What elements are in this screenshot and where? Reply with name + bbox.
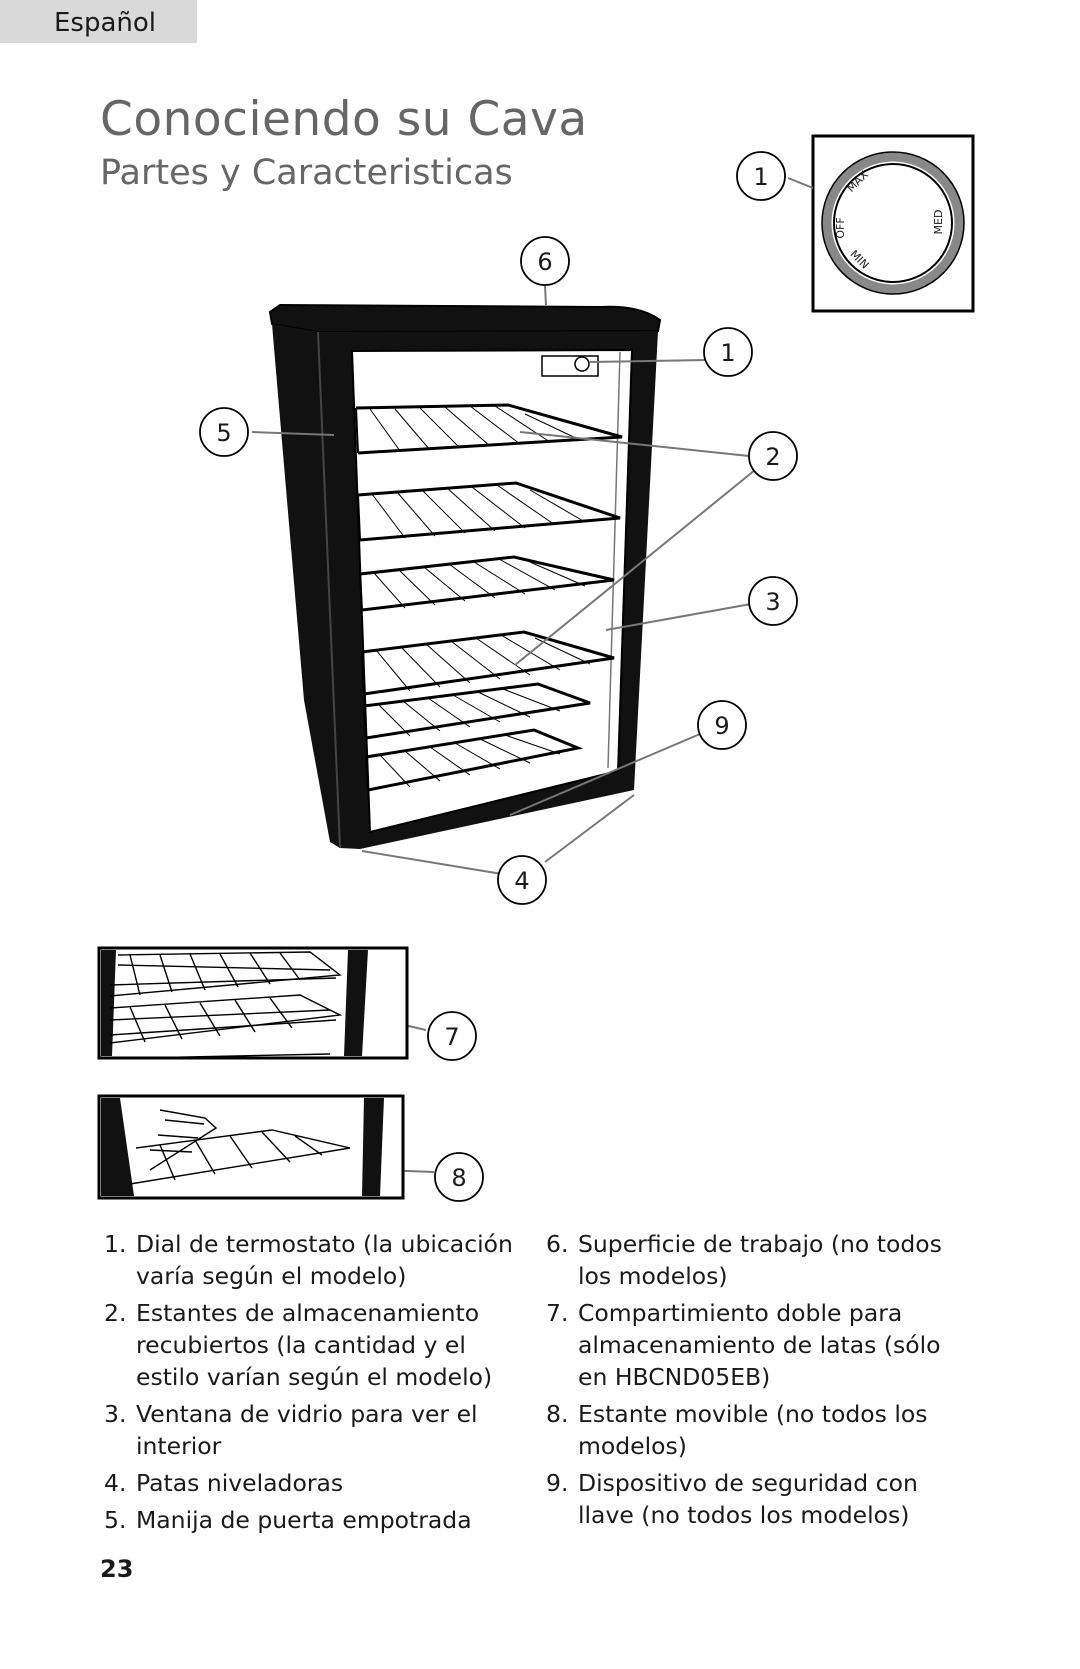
dial-label-med: MED bbox=[932, 210, 945, 235]
list-item: 2.Estantes de almacenamiento recubiertos… bbox=[104, 1299, 493, 1391]
callout-5: 5 bbox=[199, 407, 249, 457]
svg-text:6: 6 bbox=[537, 248, 552, 276]
language-tab: Español bbox=[0, 0, 197, 43]
page-subtitle: Partes y Caracteristicas bbox=[100, 153, 513, 193]
svg-text:1: 1 bbox=[720, 339, 735, 367]
can-compartment-inset bbox=[97, 946, 409, 1060]
shelf-5 bbox=[363, 682, 591, 740]
svg-text:9: 9 bbox=[714, 712, 729, 740]
svg-text:5: 5 bbox=[216, 419, 231, 447]
wine-cooler-cabinet bbox=[268, 303, 662, 849]
svg-text:8: 8 bbox=[451, 1164, 466, 1192]
shelf-1 bbox=[355, 403, 623, 455]
callout-3: 3 bbox=[748, 576, 798, 626]
callout-7: 7 bbox=[427, 1011, 477, 1061]
list-item: 9.Dispositivo de seguridad con llave (no… bbox=[546, 1469, 918, 1529]
callout-8: 8 bbox=[434, 1152, 484, 1202]
callout-1-lock: 1 bbox=[703, 327, 753, 377]
callout-1-dial: 1 bbox=[736, 151, 786, 201]
storage-shelves bbox=[355, 403, 623, 792]
list-item: 8.Estante movible (no todos los modelos) bbox=[546, 1400, 928, 1460]
list-item: 7.Compartimiento doble para almacenamien… bbox=[546, 1299, 941, 1391]
page-number: 23 bbox=[100, 1555, 134, 1583]
callout-markers: 1 6 1 5 2 3 9 4 7 8 bbox=[199, 151, 798, 1202]
callout-2: 2 bbox=[748, 431, 798, 481]
parts-list-right: 6.Superficie de trabajo (no todos los mo… bbox=[546, 1228, 966, 1536]
svg-text:2: 2 bbox=[765, 443, 780, 471]
svg-text:7: 7 bbox=[444, 1023, 459, 1051]
dial-label-off: OFF bbox=[834, 217, 847, 238]
list-item: 3.Ventana de vidrio para ver el interior bbox=[104, 1400, 478, 1460]
thermostat-dial-inset: OFF MAX MED MIN bbox=[811, 134, 975, 313]
list-item: 6.Superficie de trabajo (no todos los mo… bbox=[546, 1230, 942, 1290]
list-item: 4.Patas niveladoras bbox=[104, 1469, 344, 1497]
shelf-4 bbox=[361, 630, 615, 696]
svg-text:3: 3 bbox=[765, 588, 780, 616]
shelf-2 bbox=[357, 481, 621, 542]
movable-shelf-inset bbox=[97, 1094, 405, 1200]
shelf-6 bbox=[365, 728, 584, 792]
shelf-3 bbox=[359, 555, 615, 612]
callout-4: 4 bbox=[497, 855, 547, 905]
parts-list-left: 1.Dial de termostato (la ubicación varía… bbox=[104, 1228, 514, 1541]
callout-6: 6 bbox=[520, 236, 570, 286]
page-title: Conociendo su Cava bbox=[100, 92, 588, 147]
svg-text:4: 4 bbox=[514, 867, 529, 895]
list-item: 1.Dial de termostato (la ubicación varía… bbox=[104, 1230, 513, 1290]
callout-9: 9 bbox=[697, 700, 747, 750]
svg-text:1: 1 bbox=[753, 163, 768, 191]
list-item: 5.Manija de puerta empotrada bbox=[104, 1506, 472, 1534]
